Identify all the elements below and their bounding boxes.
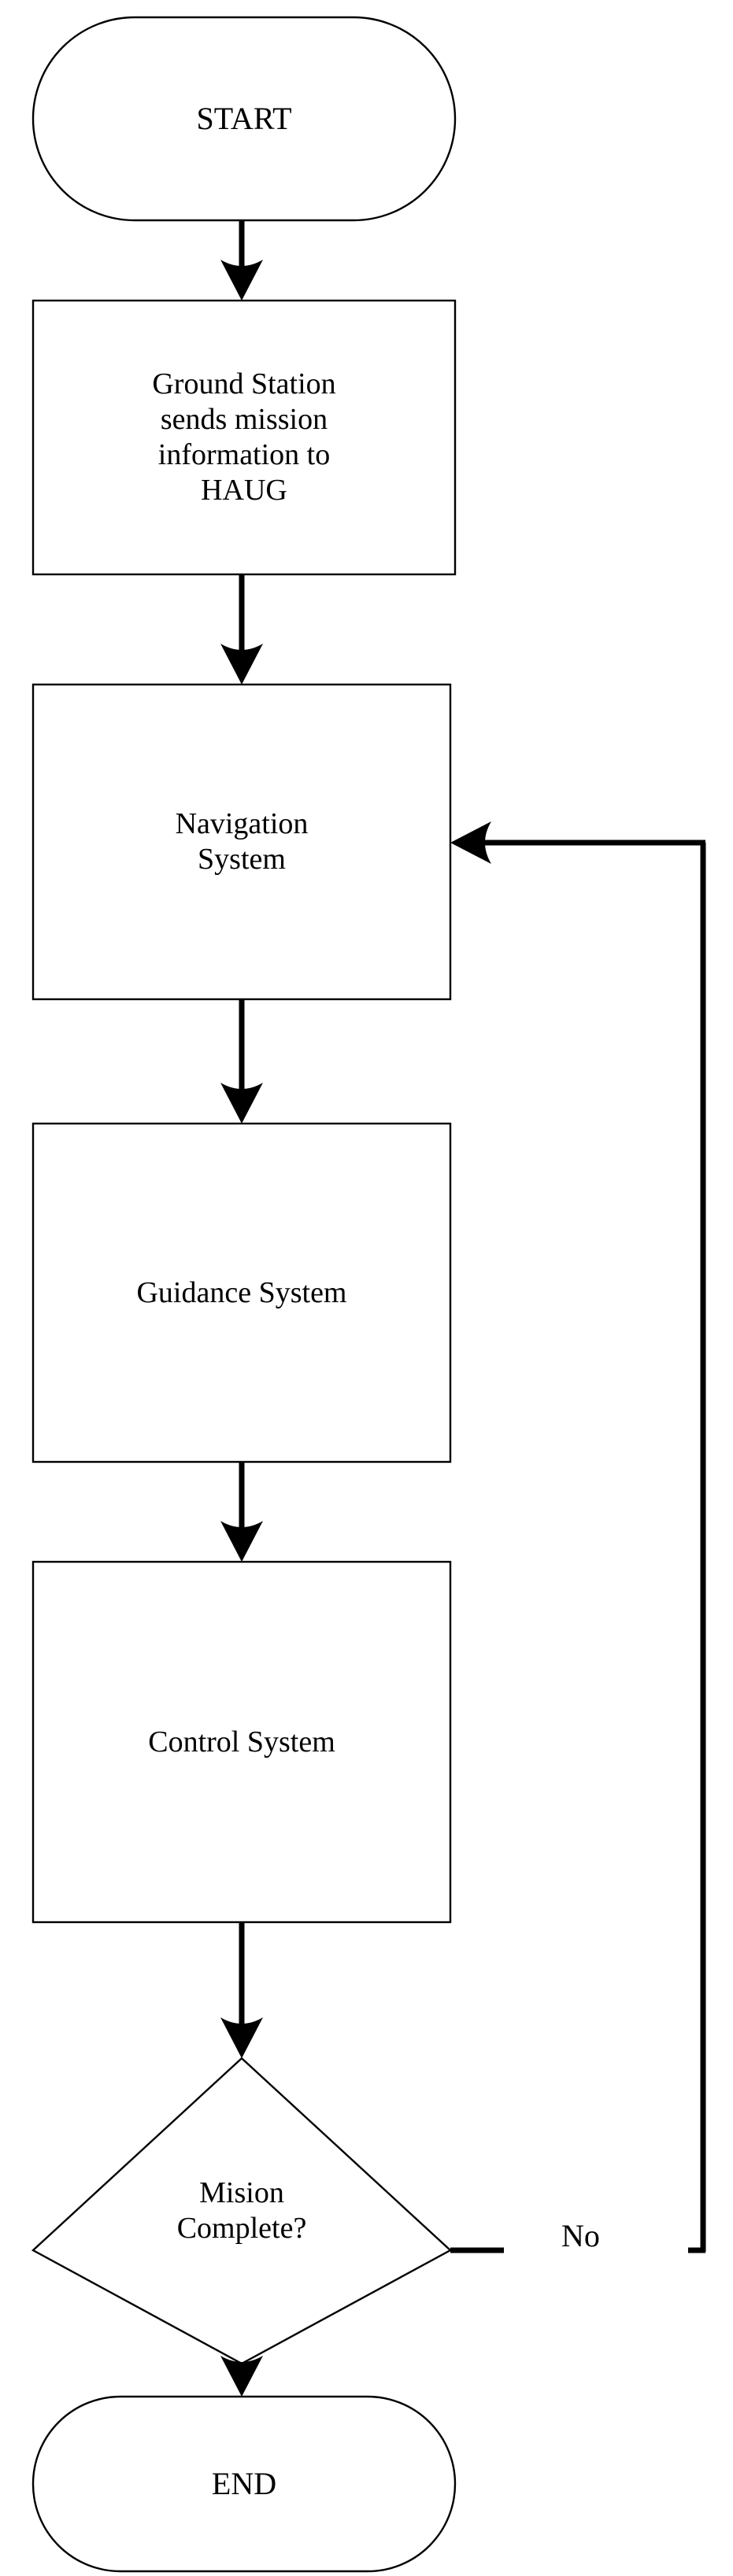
node-shape-navigation-system[interactable] bbox=[31, 683, 452, 1001]
node-shape-guidance-system[interactable] bbox=[31, 1122, 452, 1463]
edge-decision-to-end bbox=[220, 2356, 263, 2397]
node-shape-mission-complete[interactable] bbox=[31, 2057, 453, 2365]
edge-start-to-ground-station bbox=[220, 220, 263, 301]
edge-control-to-decision bbox=[220, 1922, 263, 2058]
node-shape-control-system[interactable] bbox=[31, 1560, 452, 1924]
edge-label-no: No bbox=[561, 2218, 600, 2253]
node-shape-start[interactable] bbox=[31, 16, 457, 222]
edge-ground-station-to-navigation bbox=[220, 574, 263, 685]
node-shape-end[interactable] bbox=[31, 2395, 457, 2573]
edge-navigation-to-guidance bbox=[220, 999, 263, 1124]
edge-decision-no-loop bbox=[450, 821, 706, 2253]
node-shape-ground-station[interactable] bbox=[31, 299, 457, 576]
edge-guidance-to-control bbox=[220, 1462, 263, 1562]
